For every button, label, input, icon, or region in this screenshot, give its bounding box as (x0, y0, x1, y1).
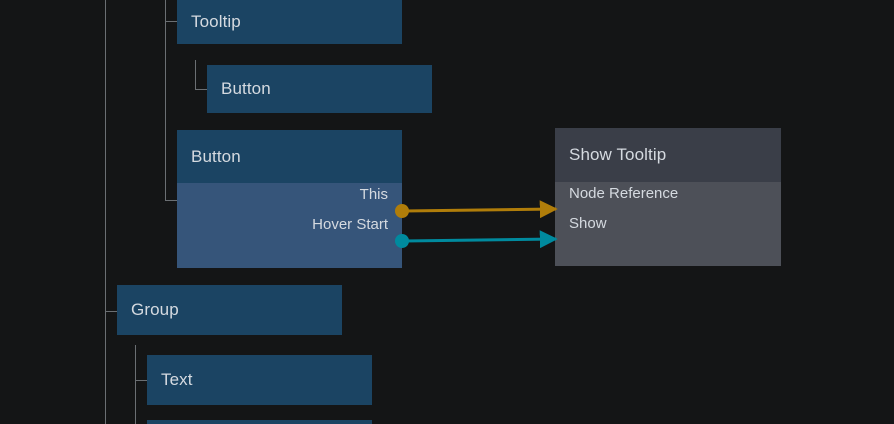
node-partial-bottom[interactable] (147, 420, 372, 424)
tree-trunk-outer (105, 0, 106, 424)
node-show-tooltip-title: Show Tooltip (555, 128, 781, 182)
tree-tick-group (105, 311, 117, 312)
output-port-hover-start[interactable]: Hover Start (312, 213, 388, 235)
input-port-node-reference[interactable]: Node Reference (569, 182, 678, 204)
node-group-title: Group (117, 285, 342, 335)
node-button[interactable]: Button This Hover Start (177, 130, 402, 268)
node-text-title: Text (147, 355, 372, 405)
output-port-hover-start-label: Hover Start (312, 215, 388, 233)
output-port-this[interactable]: This (360, 183, 388, 205)
node-group[interactable]: Group (117, 285, 342, 335)
node-tooltip[interactable]: Tooltip (177, 0, 402, 44)
node-button-title: Button (177, 130, 402, 183)
node-nested-button[interactable]: Button (207, 65, 432, 113)
node-tooltip-title: Tooltip (177, 0, 402, 44)
node-text[interactable]: Text (147, 355, 372, 405)
tree-trunk-group-children (135, 345, 136, 424)
input-port-show-label: Show (569, 214, 607, 232)
input-port-show[interactable]: Show (569, 212, 607, 234)
node-partial-bottom-title (147, 420, 372, 424)
tree-elbow-button (165, 200, 177, 201)
wire-hover-start-to-show (403, 230, 558, 249)
input-port-node-reference-label: Node Reference (569, 184, 679, 202)
node-show-tooltip[interactable]: Show Tooltip Node Reference Show (555, 128, 781, 266)
wire-this-to-node-reference (403, 200, 558, 219)
node-nested-button-title: Button (207, 65, 432, 113)
node-show-tooltip-body: Node Reference Show (555, 182, 781, 266)
tree-elbow-nested-button (195, 89, 207, 90)
output-port-this-label: This (359, 185, 388, 203)
tree-trunk-level2 (165, 0, 166, 200)
node-button-body: This Hover Start (177, 183, 402, 268)
tree-trunk-level3 (195, 60, 196, 90)
tree-tick-text (135, 380, 147, 381)
tree-tick-tooltip (165, 21, 177, 22)
